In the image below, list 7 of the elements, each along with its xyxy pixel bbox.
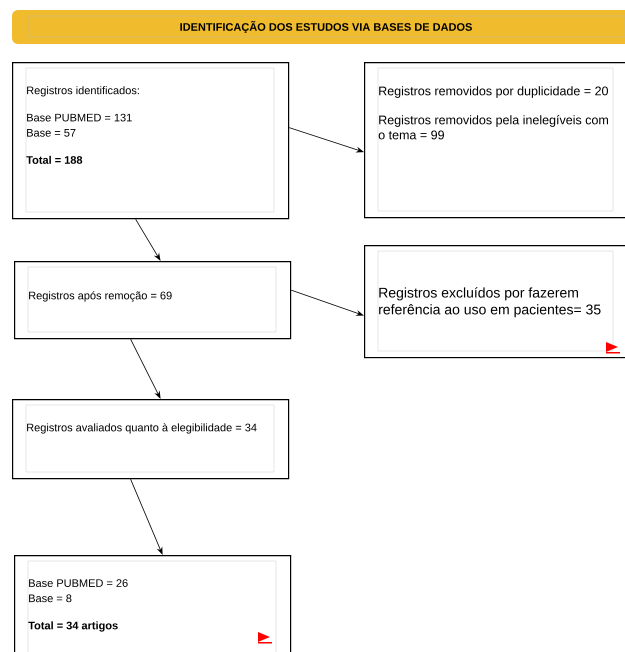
process-box: Registros após remoção = 69 <box>14 261 292 340</box>
process-box: Base PUBMED = 26 Base = 8 Total = 34 artigos <box>14 555 292 652</box>
process-box: Registros excluídos por fazerem referência ao uso em pacientes= 35 <box>364 245 625 358</box>
process-box: Registros identificados: Base PUBMED = 131 Base = 57 Total = 188 <box>12 62 290 220</box>
title-banner: IDENTIFICAÇÃO DOS ESTUDOS VIA BASES DE DADOS <box>12 10 625 44</box>
process-box: Registros avaliados quanto à elegibilidade = 34 <box>12 399 290 480</box>
process-box: Registros removidos por duplicidade = 20 Registros removidos pela inelegíveis com o tema = 99 <box>364 62 625 218</box>
